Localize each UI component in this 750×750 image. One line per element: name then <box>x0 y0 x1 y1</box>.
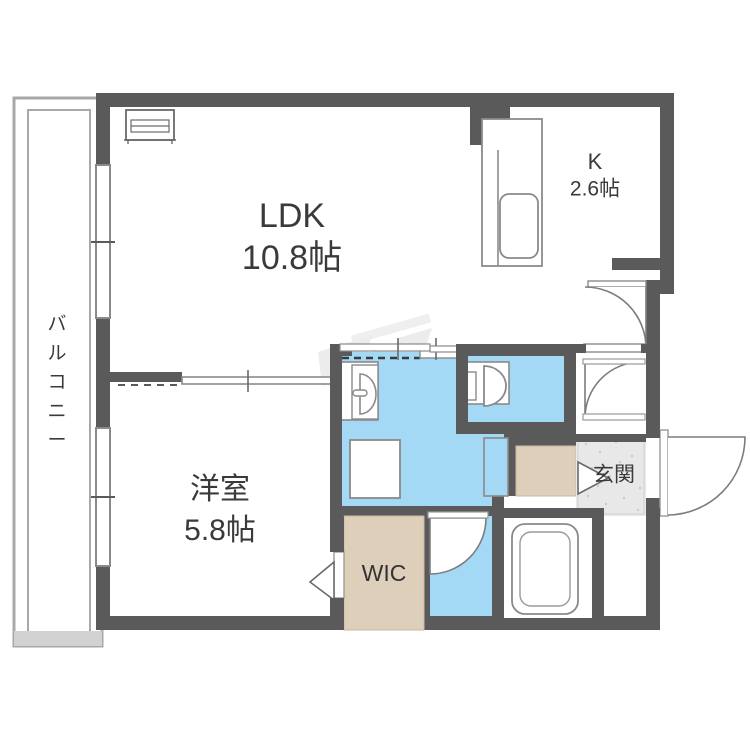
kitchen-label-line2: 2.6帖 <box>570 178 620 201</box>
ldk-room-partition <box>110 370 341 392</box>
corridor-door-lower[interactable] <box>582 358 646 421</box>
bath-area <box>504 508 604 618</box>
kitchen-bottom-wall <box>612 258 660 270</box>
washbasin-icon <box>359 373 377 415</box>
balcony-char-4: ニ <box>47 401 66 422</box>
balcony-area <box>12 96 104 648</box>
air-conditioner-icon <box>124 109 176 144</box>
washbasin-unit <box>339 361 379 421</box>
left-windows <box>91 164 115 567</box>
wic-label: WIC <box>362 560 407 586</box>
ldk-label-line1: LDK <box>259 197 325 235</box>
washing-machine-space <box>349 439 401 499</box>
ldk-label-line2: 10.8帖 <box>242 239 342 277</box>
balcony-label: バ ル コ ニ ー <box>47 314 66 451</box>
toilet-unit <box>465 361 510 407</box>
genkan-area <box>576 434 646 516</box>
kitchen-label-line1: K <box>588 149 603 174</box>
kitchen-area <box>470 107 543 267</box>
corridor-door-upper[interactable] <box>573 280 660 353</box>
balcony-char-5: ー <box>47 430 66 451</box>
step-arrow-icon <box>577 460 610 496</box>
wic-door-arrow-icon <box>308 560 335 602</box>
corridor-cabinet <box>483 437 509 497</box>
balcony-char-1: バ <box>47 314 66 335</box>
bath-door[interactable] <box>427 511 489 575</box>
wic-area <box>308 515 425 631</box>
entry-storage-closet <box>515 445 577 497</box>
balcony-char-3: コ <box>47 372 66 393</box>
kitchen-sink-icon <box>499 193 539 259</box>
entrance-door[interactable] <box>646 429 746 518</box>
toilet-icon <box>483 365 507 407</box>
balcony-char-2: ル <box>47 343 66 364</box>
genkan-label: 玄関 <box>593 464 635 487</box>
room-label-line2: 5.8帖 <box>184 514 256 547</box>
room-label-line1: 洋室 <box>190 473 250 506</box>
